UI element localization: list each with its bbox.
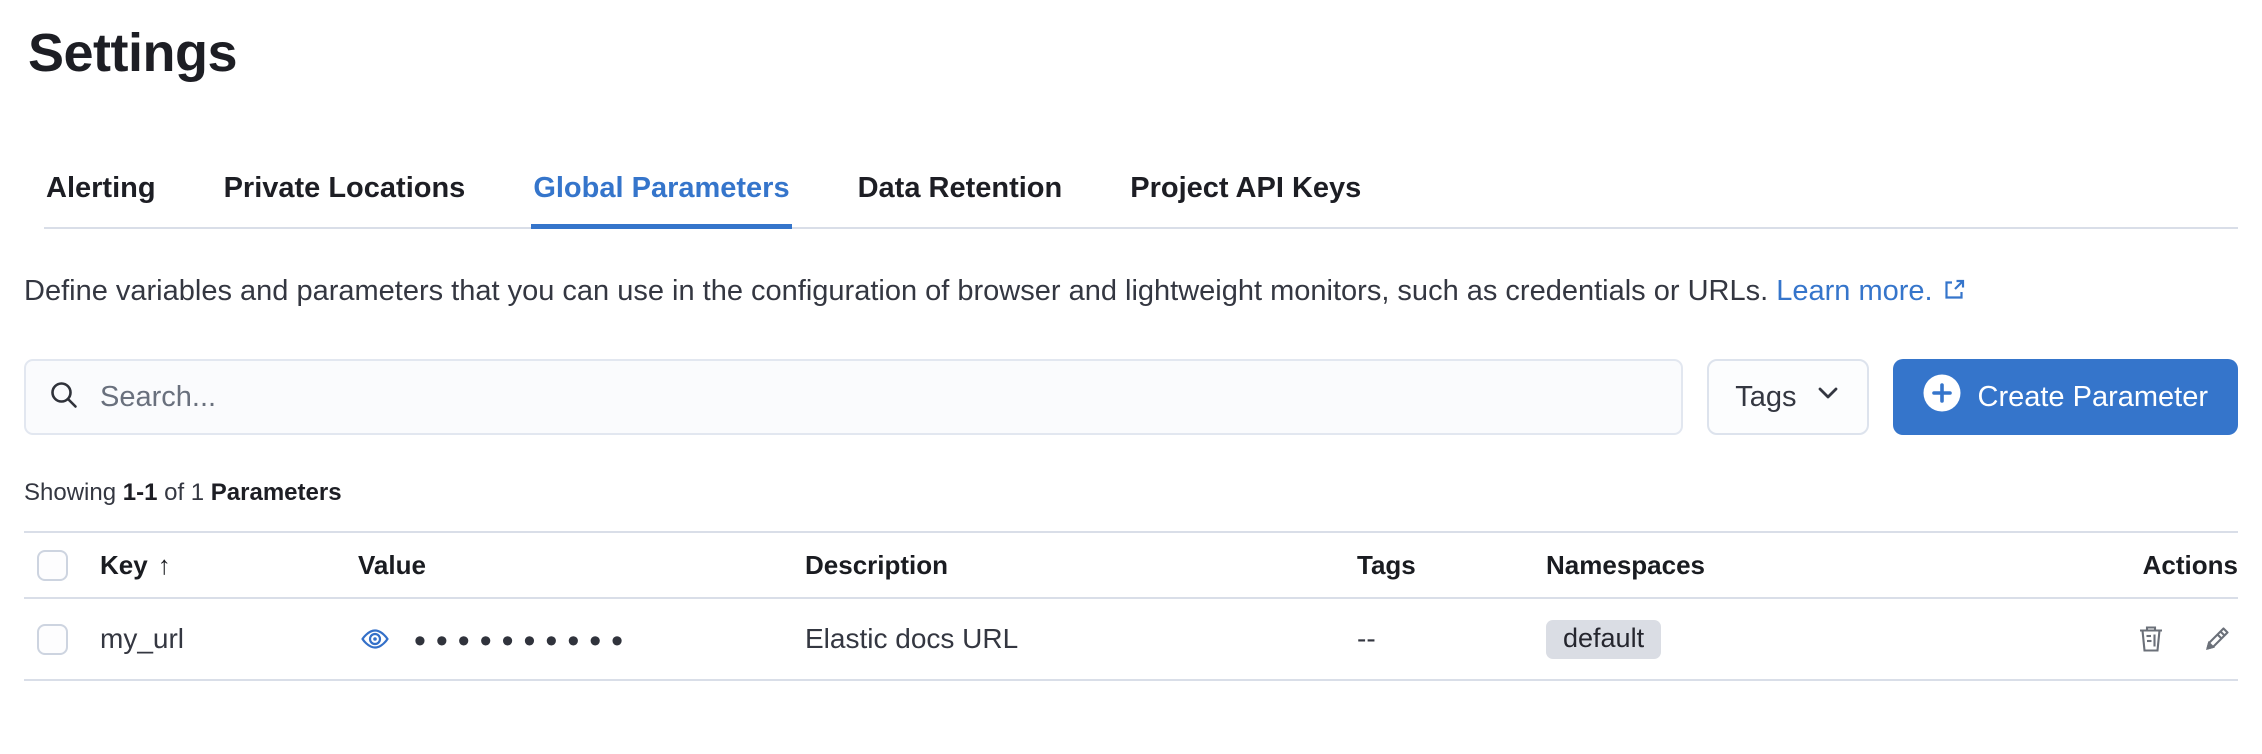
tab-global-parameters[interactable]: Global Parameters <box>531 158 792 229</box>
row-value-cell: •••••••••• <box>358 620 805 658</box>
settings-tabs: Alerting Private Locations Global Parame… <box>44 158 2238 229</box>
parameters-table: Key ↑ Value Description Tags Namespaces A… <box>24 531 2238 681</box>
chevron-down-icon <box>1815 380 1841 414</box>
description-text: Define variables and parameters that you… <box>24 275 1769 307</box>
column-header-description: Description <box>805 549 949 580</box>
reveal-value-eye-icon[interactable] <box>358 622 392 656</box>
summary-count: 1-1 <box>122 479 158 506</box>
tab-data-retention[interactable]: Data Retention <box>856 158 1065 227</box>
column-header-tags: Tags <box>1357 549 1416 580</box>
column-header-key[interactable]: Key ↑ <box>100 550 358 581</box>
row-actions-cell <box>2098 622 2238 656</box>
column-header-namespaces: Namespaces <box>1546 549 1705 580</box>
tags-filter-button[interactable]: Tags <box>1707 359 1869 435</box>
learn-more-label: Learn more. <box>1776 275 1933 307</box>
sort-ascending-icon: ↑ <box>157 549 171 580</box>
external-link-icon <box>1941 272 1968 317</box>
row-select-cell <box>24 623 100 655</box>
row-key: my_url <box>100 623 185 654</box>
tab-private-locations[interactable]: Private Locations <box>222 158 468 227</box>
learn-more-link[interactable]: Learn more. <box>1776 275 1967 307</box>
masked-value: •••••••••• <box>414 622 634 660</box>
page-title: Settings <box>28 23 238 83</box>
column-header-value: Value <box>358 549 426 580</box>
page-description: Define variables and parameters that you… <box>24 269 2238 317</box>
tab-project-api-keys[interactable]: Project API Keys <box>1128 158 1363 227</box>
settings-page: Settings Alerting Private Locations Glob… <box>24 23 2238 681</box>
namespace-badge: default <box>1546 619 1662 659</box>
summary-prefix: Showing <box>24 479 117 506</box>
row-namespaces: default <box>1546 619 2098 659</box>
row-tags: -- <box>1357 623 1376 654</box>
select-all-cell <box>24 549 100 581</box>
results-summary: Showing 1-1 of 1 Parameters <box>24 479 2238 507</box>
summary-entity: Parameters <box>210 479 342 506</box>
table-row: my_url •••••••••• Elastic docs URL -- de… <box>24 599 2238 681</box>
parameters-toolbar: Tags Create Parameter <box>24 359 2238 435</box>
tab-alerting[interactable]: Alerting <box>44 158 158 227</box>
search-input[interactable] <box>100 380 1660 414</box>
summary-connector: of 1 <box>164 479 205 506</box>
select-all-checkbox[interactable] <box>37 549 68 581</box>
create-parameter-button[interactable]: Create Parameter <box>1892 359 2238 435</box>
table-header-row: Key ↑ Value Description Tags Namespaces A… <box>24 533 2238 599</box>
tags-filter-label: Tags <box>1735 380 1797 413</box>
search-box[interactable] <box>24 359 1684 435</box>
create-parameter-label: Create Parameter <box>1977 380 2209 413</box>
search-icon <box>48 379 80 416</box>
column-key-label: Key <box>100 549 148 580</box>
edit-pencil-icon[interactable] <box>2200 622 2234 656</box>
row-description: Elastic docs URL <box>805 623 1019 654</box>
plus-circle-icon <box>1923 374 1961 420</box>
column-header-actions: Actions <box>2142 549 2238 580</box>
delete-trash-icon[interactable] <box>2134 622 2168 656</box>
row-checkbox[interactable] <box>37 623 68 655</box>
